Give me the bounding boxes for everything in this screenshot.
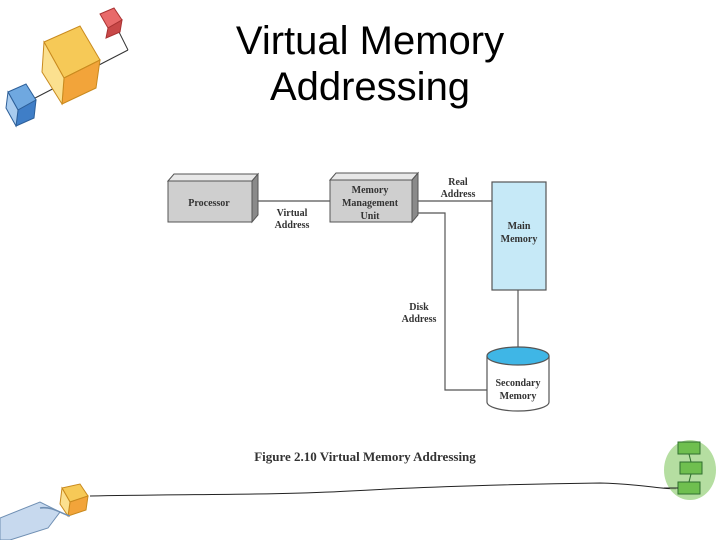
secondary-memory-label-line-2: Memory [500, 391, 537, 402]
hand-holding-cube-icon [0, 483, 89, 540]
secondary-memory-cylinder: Secondary Memory [486, 346, 550, 412]
real-address-label-line-2: Address [441, 189, 476, 200]
secondary-memory-label-line-1: Secondary [496, 378, 541, 389]
disk-address-label-line-2: Address [402, 314, 437, 325]
mmu-label-line-1: Memory [352, 185, 389, 196]
main-memory-label-line-1: Main [508, 221, 531, 232]
connector-mmu-secondary-memory [413, 212, 488, 391]
mmu-box: Memory Management Unit [328, 171, 420, 224]
real-address-label-line-1: Real [448, 177, 468, 188]
mmu-label-line-3: Unit [361, 211, 381, 222]
processor-label: Processor [188, 198, 230, 209]
processor-box: Processor [166, 172, 260, 224]
slide-title-line-1: Virtual Memory [235, 19, 505, 63]
green-network-icon [664, 440, 716, 500]
main-memory-label-line-2: Memory [501, 234, 538, 245]
bottom-string-line [89, 482, 677, 497]
slide-title: Virtual Memory Addressing [180, 18, 560, 110]
virtual-address-label-line-1: Virtual [277, 208, 308, 219]
slide-title-line-2: Addressing [269, 65, 471, 109]
main-memory-box: Main Memory [491, 181, 547, 291]
disk-address-label-line-1: Disk [409, 302, 429, 313]
figure-caption: Figure 2.10 Virtual Memory Addressing [254, 449, 476, 464]
cubes-on-string-icon [5, 7, 129, 128]
mmu-label-line-2: Management [342, 198, 399, 209]
virtual-address-label-line-2: Address [275, 220, 310, 231]
